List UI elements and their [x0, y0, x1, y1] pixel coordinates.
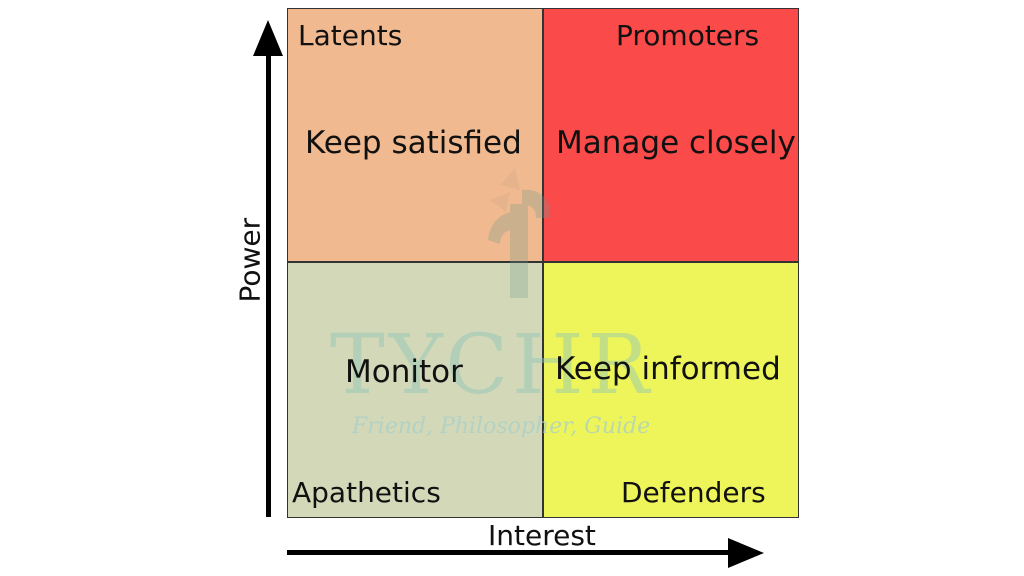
strategy-manage-closely: Manage closely [556, 125, 796, 161]
strategy-keep-informed: Keep informed [555, 351, 781, 387]
x-axis-line [287, 550, 737, 555]
y-axis-title: Power [233, 217, 267, 303]
group-label-defenders: Defenders [621, 476, 766, 509]
quadrant-defenders [543, 262, 799, 518]
x-axis-title: Interest [488, 519, 596, 552]
group-label-promoters: Promoters [616, 19, 760, 52]
group-label-latents: Latents [298, 19, 403, 52]
quadrant-promoters [543, 8, 799, 262]
watermark-tagline: Friend, Philosopher, Guide [352, 414, 651, 439]
x-axis-arrowhead [728, 538, 764, 568]
strategy-monitor: Monitor [345, 354, 463, 390]
watermark-title: TYCHR [330, 318, 654, 413]
strategy-keep-satisfied: Keep satisfied [305, 125, 522, 161]
matrix-divider-horizontal [287, 261, 799, 263]
y-axis-line [266, 50, 271, 517]
tychr-logo-icon [488, 168, 551, 298]
quadrant-latents [287, 8, 543, 262]
y-axis-arrowhead [253, 20, 283, 56]
group-label-apathetics: Apathetics [292, 476, 441, 509]
matrix-divider-vertical [542, 8, 544, 518]
quadrant-apathetics [287, 262, 543, 518]
